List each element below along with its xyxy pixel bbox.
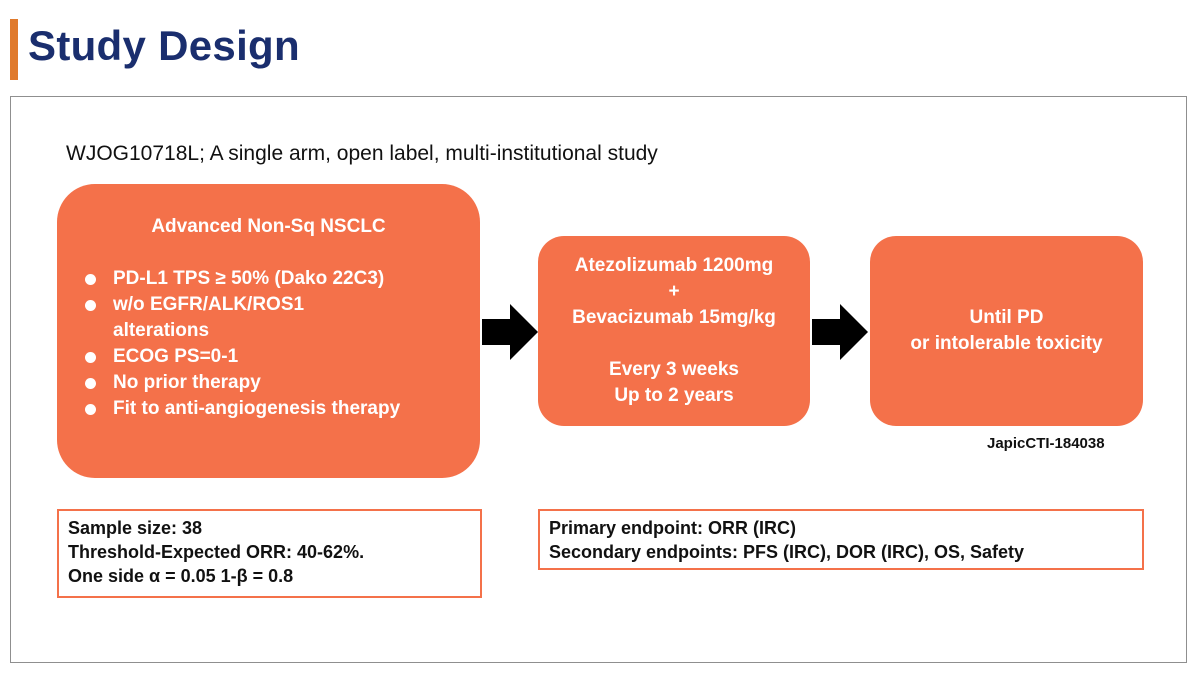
duration-box: Until PD or intolerable toxicity [870,236,1143,426]
bullet-icon [85,274,96,285]
population-box: Advanced Non-Sq NSCLC PD-L1 TPS ≥ 50% (D… [57,184,480,478]
treatment-plus: + [668,281,680,302]
right-arrow-icon [812,304,868,360]
threshold-orr: Threshold-Expected ORR: 40-62%. [68,542,365,562]
criteria-item: ECOG PS=0-1 [79,344,400,370]
treatment-schedule-1: Every 3 weeks [609,359,739,380]
criteria-item: No prior therapy [79,370,400,396]
treatment-drug-1: Atezolizumab 1200mg [574,255,774,276]
treatment-drug-2: Bevacizumab 15mg/kg [572,307,776,328]
endpoints-box: Primary endpoint: ORR (IRC) Secondary en… [538,509,1144,570]
title-accent-bar [10,19,18,80]
duration-line-2: or intolerable toxicity [910,333,1103,354]
population-title: Advanced Non-Sq NSCLC [151,216,386,237]
alpha-power: One side α = 0.05 1-β = 0.8 [68,566,294,586]
duration-line-1: Until PD [969,307,1044,328]
study-subtitle: WJOG10718L; A single arm, open label, mu… [66,142,658,165]
bullet-icon [85,300,96,311]
bullet-icon [85,404,96,415]
treatment-schedule-2: Up to 2 years [614,385,734,406]
treatment-box: Atezolizumab 1200mg + Bevacizumab 15mg/k… [538,236,810,426]
content-frame [10,96,1187,663]
right-arrow-icon [482,304,538,360]
eligibility-criteria-list: PD-L1 TPS ≥ 50% (Dako 22C3) w/o EGFR/ALK… [79,266,400,422]
page-title: Study Design [28,22,300,69]
secondary-endpoints: Secondary endpoints: PFS (IRC), DOR (IRC… [549,542,1025,562]
sample-size: Sample size: 38 [68,518,203,538]
statistics-box: Sample size: 38 Threshold-Expected ORR: … [57,509,482,598]
criteria-item: Fit to anti-angiogenesis therapy [79,396,400,422]
criteria-item: PD-L1 TPS ≥ 50% (Dako 22C3) [79,266,400,292]
bullet-icon [85,378,96,389]
bullet-icon [85,352,96,363]
primary-endpoint: Primary endpoint: ORR (IRC) [549,518,797,538]
registration-id: JapicCTI-184038 [987,435,1105,452]
criteria-item: w/o EGFR/ALK/ROS1 alterations [79,292,373,344]
